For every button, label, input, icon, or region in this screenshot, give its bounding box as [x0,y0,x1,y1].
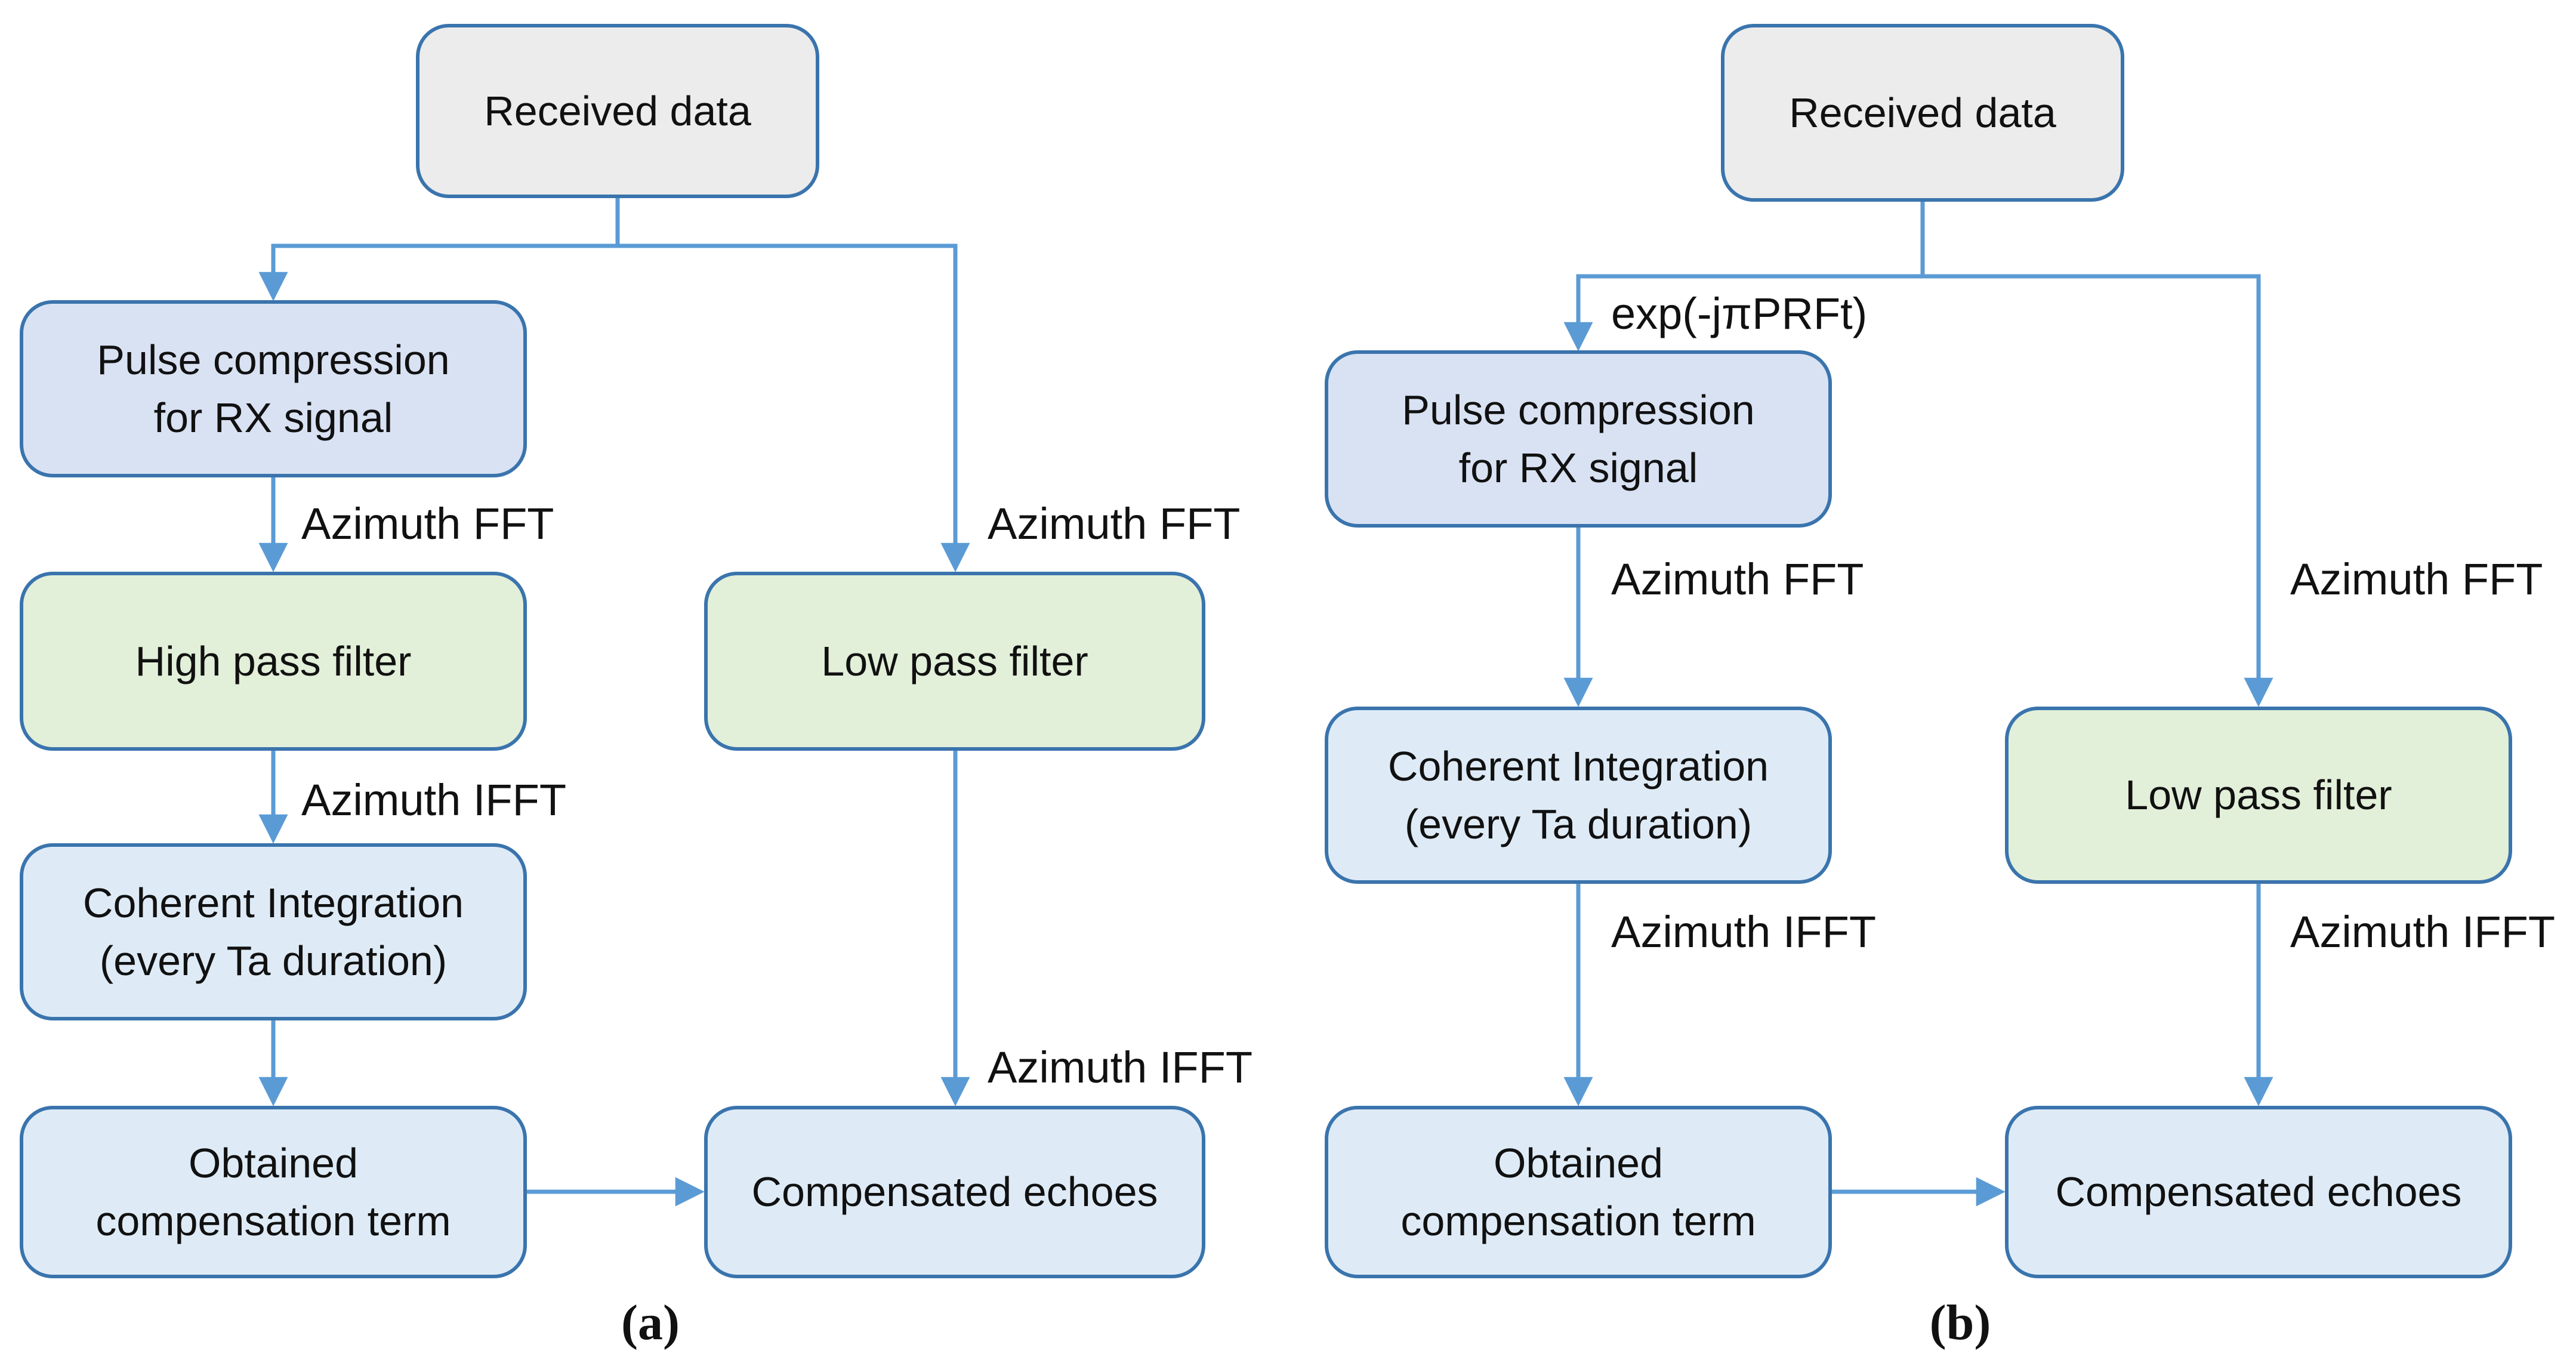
node-received-data-b: Received data [1721,24,2124,202]
node-text: compensation term [95,1197,451,1244]
edge-label-azimuth-ifft-a-left: Azimuth IFFT [301,775,567,825]
node-text: Pulse compression [97,336,450,383]
caption-a: (a) [621,1295,680,1350]
caption-b: (b) [1929,1295,1991,1350]
edge-label-azimuth-ifft-b-right: Azimuth IFFT [2290,907,2556,957]
node-high-pass-filter-a: High pass filter [20,572,527,751]
edge-label-exp-term-b: exp(-jπPRFt) [1611,289,1868,338]
node-coherent-integration-a: Coherent Integration (every Ta duration) [20,843,527,1020]
node-text: (every Ta duration) [1404,800,1753,847]
node-text: (every Ta duration) [99,937,448,984]
node-compensated-echoes-a: Compensated echoes [704,1106,1205,1278]
node-pulse-compression-a: Pulse compression for RX signal [20,300,527,477]
node-text: Obtained [1493,1139,1664,1186]
node-text: High pass filter [135,637,412,684]
edge-label-azimuth-ifft-b-left: Azimuth IFFT [1611,907,1877,957]
node-text: Coherent Integration [82,879,464,926]
node-low-pass-filter-a: Low pass filter [704,572,1205,751]
node-coherent-integration-b: Coherent Integration (every Ta duration) [1325,707,1832,884]
node-text: compensation term [1400,1197,1756,1244]
node-text: Low pass filter [2125,772,2392,819]
edge-label-azimuth-fft-a-right: Azimuth FFT [988,499,1241,548]
edge-label-azimuth-fft-b-right: Azimuth FFT [2290,554,2543,604]
node-low-pass-filter-b: Low pass filter [2005,707,2512,884]
node-text: Pulse compression [1402,386,1755,433]
node-text: Compensated echoes [2055,1168,2462,1216]
node-text: for RX signal [153,394,393,441]
node-pulse-compression-b: Pulse compression for RX signal [1325,350,1832,528]
node-text: Low pass filter [821,637,1088,684]
node-text: for RX signal [1458,444,1698,491]
node-received-data-a: Received data [416,24,819,198]
node-text: Obtained [188,1139,359,1186]
edge-label-azimuth-ifft-a-right: Azimuth IFFT [988,1043,1253,1092]
node-obtained-compensation-term-a: Obtained compensation term [20,1106,527,1278]
edge-label-azimuth-fft-a-left: Azimuth FFT [301,499,554,548]
node-text: Received data [1789,89,2056,136]
node-text: Received data [484,87,751,134]
node-obtained-compensation-term-b: Obtained compensation term [1325,1106,1832,1278]
node-text: Compensated echoes [751,1168,1158,1216]
edge-label-azimuth-fft-b-left: Azimuth FFT [1611,554,1864,604]
node-compensated-echoes-b: Compensated echoes [2005,1106,2512,1278]
node-text: Coherent Integration [1387,742,1769,790]
